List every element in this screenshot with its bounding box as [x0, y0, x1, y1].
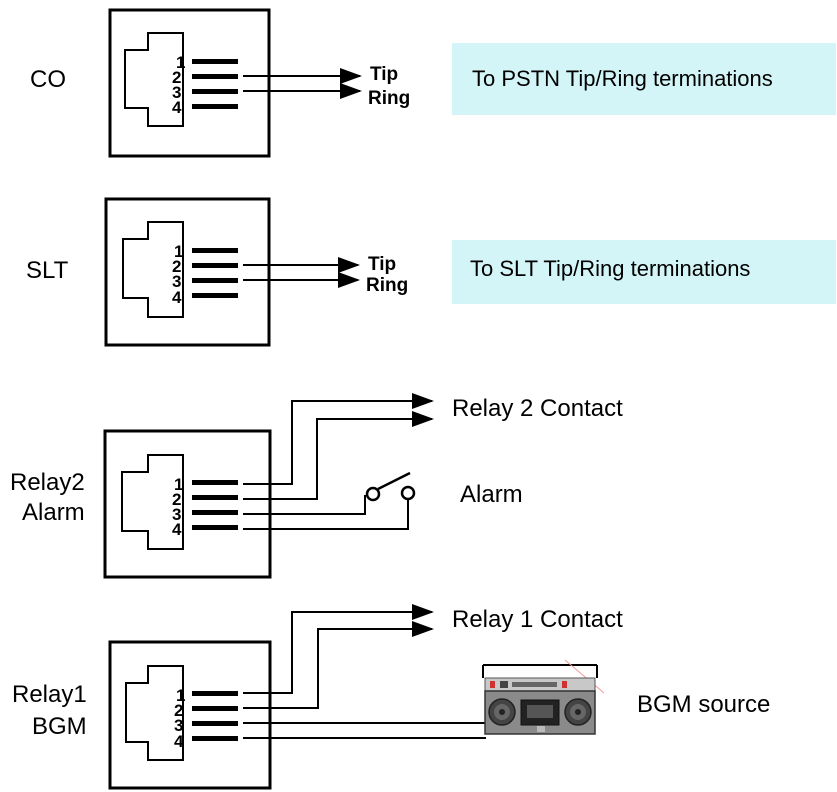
pin-2-label: 2 [172, 257, 181, 276]
co-tip-label: Tip [370, 64, 398, 85]
relay2-label-line2: Alarm [22, 499, 85, 526]
co-section: CO 1 2 3 4 Tip Ring To PSTN Tip/Ring ter… [30, 8, 836, 158]
pin-4-label: 4 [172, 520, 182, 539]
co-ring-label: Ring [368, 88, 410, 109]
pin-4-label: 4 [174, 732, 184, 751]
co-rj-jack: 1 2 3 4 [108, 8, 271, 158]
pin-2-label: 2 [172, 68, 181, 87]
relay2-section: Relay2 Alarm 1 2 3 4 Relay 2 Contact Ala… [10, 393, 623, 579]
alarm-label: Alarm [460, 481, 523, 508]
relay2-contact-label: Relay 2 Contact [452, 395, 623, 422]
alarm-wire-2 [243, 498, 409, 530]
relay2-contact-wire-1 [243, 393, 434, 485]
relay1-section: Relay1 BGM 1 2 3 4 Relay 1 Contact [12, 604, 770, 790]
relay2-rj-jack: 1 2 3 4 [103, 429, 272, 579]
pin-4-label: 4 [172, 288, 182, 307]
relay1-contact-wire-2 [243, 621, 434, 709]
slt-tip-label: Tip [368, 254, 396, 275]
relay2-label-line1: Relay2 [10, 469, 85, 496]
pin-3-label: 3 [172, 83, 181, 102]
switch-icon [365, 471, 416, 502]
pin-2-label: 2 [172, 490, 181, 509]
slt-rj-jack: 1 2 3 4 [104, 197, 271, 347]
pin-1-label: 1 [174, 242, 183, 261]
relay2-contact-wire-2 [243, 411, 434, 500]
relay1-label-line2: BGM [32, 713, 87, 740]
pin-1-label: 1 [174, 475, 183, 494]
pin-1-label: 1 [176, 686, 185, 705]
pin-1-label: 1 [176, 53, 185, 72]
co-label: CO [30, 66, 66, 93]
relay1-label-line1: Relay1 [12, 681, 87, 708]
slt-note-box [452, 240, 836, 304]
bgm-source-label: BGM source [637, 691, 770, 718]
boombox-icon [482, 659, 605, 735]
co-note-box [452, 43, 836, 115]
relay1-rj-jack: 1 2 3 4 [108, 640, 272, 790]
pin-3-label: 3 [174, 716, 183, 735]
pin-3-label: 3 [172, 272, 181, 291]
slt-section: SLT 1 2 3 4 Tip Ring To SLT Tip/Ring ter… [26, 197, 836, 347]
pin-3-label: 3 [172, 505, 181, 524]
pin-2-label: 2 [174, 701, 183, 720]
slt-ring-label: Ring [366, 275, 408, 296]
co-note-text: To PSTN Tip/Ring terminations [472, 66, 773, 91]
slt-note-text: To SLT Tip/Ring terminations [470, 256, 750, 281]
alarm-wire-1 [243, 495, 366, 515]
slt-label: SLT [26, 257, 69, 284]
relay1-contact-label: Relay 1 Contact [452, 606, 623, 633]
relay1-contact-wire-1 [243, 604, 434, 694]
pin-4-label: 4 [172, 98, 182, 117]
